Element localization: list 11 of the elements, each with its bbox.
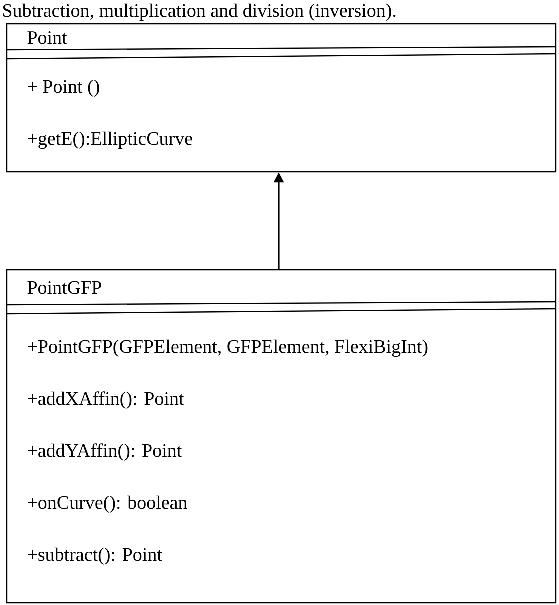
method-text: +onCurve(): boolean xyxy=(28,496,188,514)
class-box xyxy=(6,269,557,604)
method-text: +subtract(): Point xyxy=(28,548,162,566)
method-text: +getE():EllipticCurve xyxy=(28,132,192,150)
class-name: Point xyxy=(28,31,68,44)
method-text: +addYAffin(): Point xyxy=(28,444,182,462)
class-name: PointGFP xyxy=(28,281,102,294)
method-text: +addXAffin(): Point xyxy=(28,392,184,410)
method-text: + Point () xyxy=(28,80,100,98)
class-box xyxy=(6,23,557,173)
method-text: +PointGFP(GFPElement, GFPElement, FlexiBigInt) xyxy=(28,340,428,358)
